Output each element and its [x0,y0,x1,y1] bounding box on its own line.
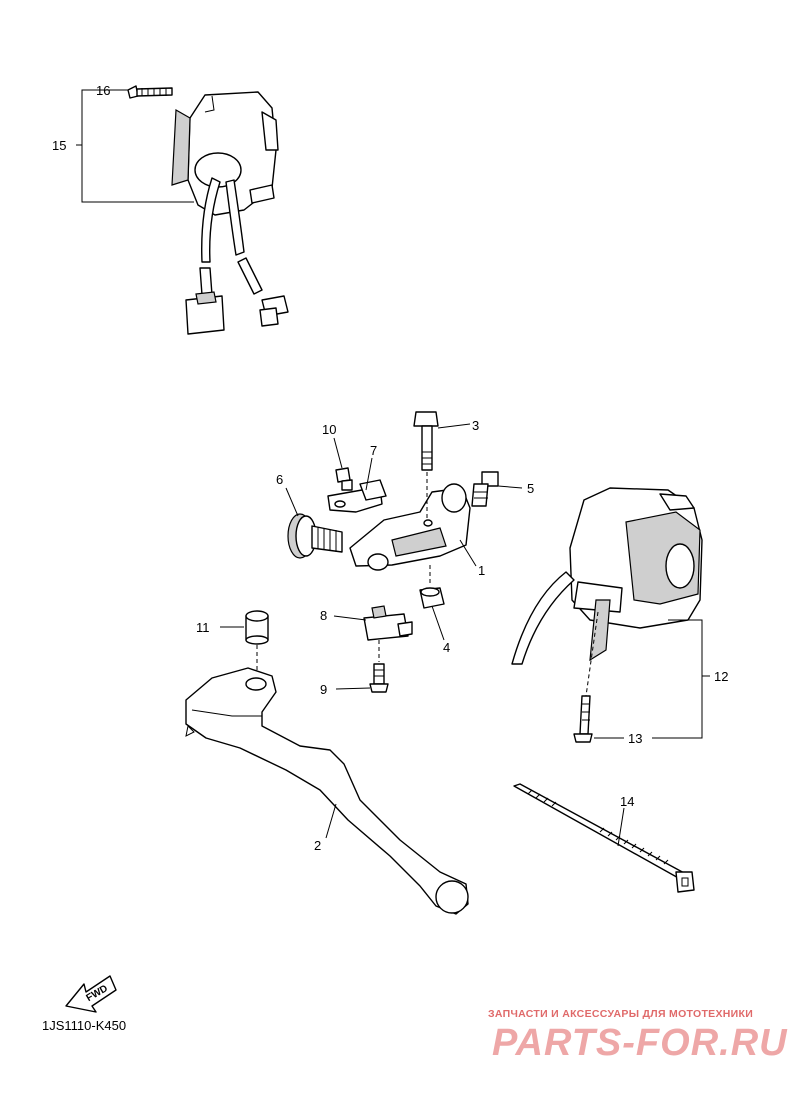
callout-10: 10 [322,422,336,437]
callout-16: 16 [96,83,110,98]
right-handlebar-switch [511,487,703,743]
callout-5: 5 [527,481,534,496]
callout-1: 1 [478,563,485,578]
callout-13: 13 [628,731,642,746]
cable-tie [513,783,695,893]
collar-11 [245,610,269,676]
callout-8: 8 [320,608,327,623]
watermark-tagline: ЗАПЧАСТИ И АКСЕССУАРЫ ДЛЯ МОТОТЕХНИКИ [488,1008,754,1020]
callout-14: 14 [620,794,634,809]
left-handlebar-switch [127,85,289,335]
clutch-lever [185,667,469,915]
callout-3: 3 [472,418,479,433]
callout-6: 6 [276,472,283,487]
fwd-arrow-icon: FWD [65,975,117,1013]
watermark-logo: PARTS-FOR.RU [492,1022,788,1064]
diagram-code: 1JS1110-K450 [42,1018,127,1033]
callout-12: 12 [714,669,728,684]
callout-11: 11 [196,620,210,635]
callout-2: 2 [314,838,321,853]
callout-15: 15 [52,138,66,153]
clutch-lever-holder [287,411,499,693]
callout-4: 4 [443,640,450,655]
callout-7: 7 [370,443,377,458]
callout-9: 9 [320,682,327,697]
